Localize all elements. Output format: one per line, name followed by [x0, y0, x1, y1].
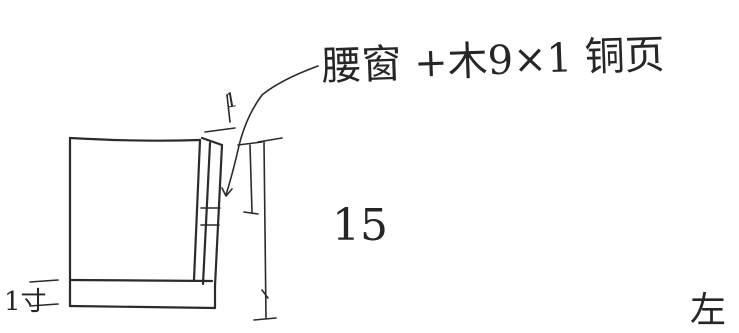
annotation-label: 腰窗 +木9×1 铜页	[321, 32, 666, 90]
top-dimension-label: 1	[223, 87, 240, 113]
bottom-left-dimension-label: 1寸	[4, 287, 47, 317]
hinge-notch	[200, 207, 221, 226]
inner-dimension-bracket	[237, 141, 263, 215]
corner-mark: 左	[690, 290, 726, 331]
height-dimension-label: 15	[332, 200, 388, 251]
top-dimension	[204, 94, 236, 133]
window-frame-outline	[68, 136, 224, 310]
leader-line	[221, 65, 319, 197]
bottom-left-dimension	[29, 279, 59, 307]
height-dimension	[253, 137, 283, 321]
